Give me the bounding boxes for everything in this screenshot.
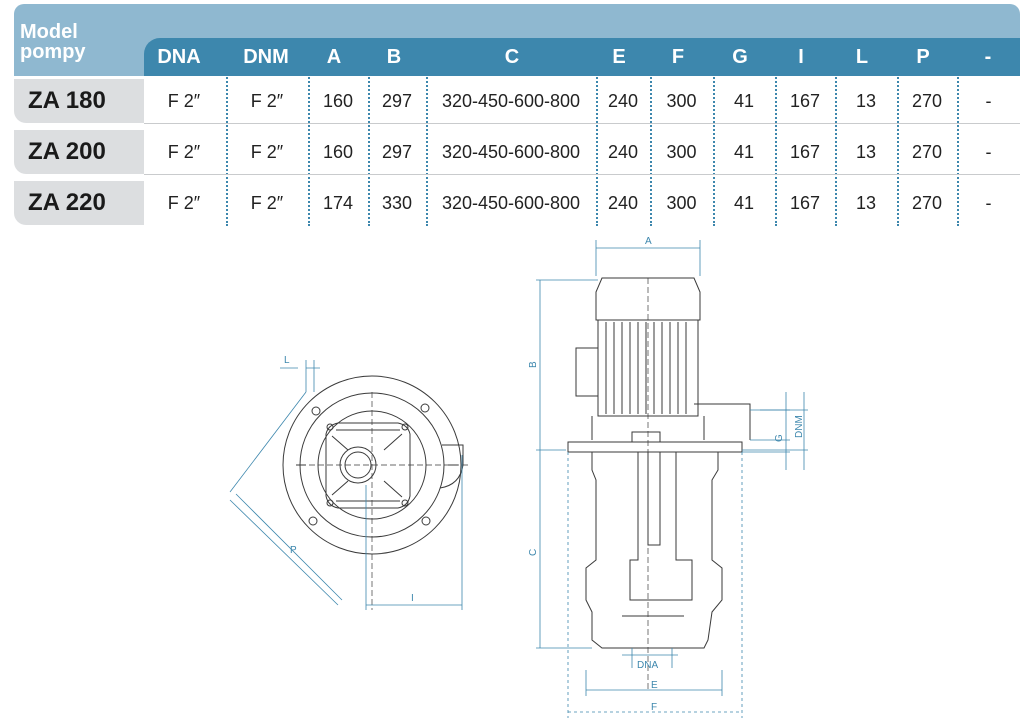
- table-cell: 320-450-600-800: [441, 142, 581, 162]
- column-header-b: B: [386, 46, 402, 68]
- table-cell: 297: [381, 91, 413, 111]
- table-cell: 320-450-600-800: [441, 193, 581, 213]
- column-separator: [835, 38, 837, 226]
- table-cell: 160: [322, 142, 354, 162]
- table-cell: 330: [381, 193, 413, 213]
- table-cell: 270: [911, 91, 943, 111]
- column-separator: [226, 38, 228, 226]
- column-header-g: G: [732, 46, 748, 68]
- dimension-label-a: A: [645, 236, 652, 247]
- column-separator: [650, 38, 652, 226]
- column-header-i: I: [798, 46, 804, 68]
- table-cell: 270: [911, 193, 943, 213]
- column-separator: [897, 38, 899, 226]
- table-cell: 320-450-600-800: [441, 91, 581, 111]
- dimension-label-i: I: [411, 593, 414, 604]
- table-cell: 41: [733, 142, 755, 162]
- dimension-label-e: E: [651, 680, 658, 691]
- table-cell: 270: [911, 142, 943, 162]
- model-name-za180: ZA 180: [28, 87, 106, 114]
- front-dimension-lines: [229, 360, 463, 610]
- column-separator: [426, 38, 428, 226]
- column-header-dna: DNA: [157, 46, 201, 68]
- table-cell: 167: [789, 142, 821, 162]
- table-cell: 240: [607, 193, 639, 213]
- table-cell: 240: [607, 91, 639, 111]
- table-cell: 300: [666, 193, 697, 213]
- row-label-background: [14, 79, 144, 123]
- table-cell: F 2″: [167, 142, 201, 162]
- dimension-label-l: L: [284, 355, 290, 366]
- table-cell: 13: [855, 91, 877, 111]
- column-separator: [775, 38, 777, 226]
- pump-front-view: [282, 375, 470, 610]
- row-divider: [144, 174, 1020, 175]
- model-column-header: Model pompy: [20, 21, 86, 63]
- table-cell: 13: [855, 142, 877, 162]
- column-header-dash: -: [984, 46, 992, 68]
- table-cell: 160: [322, 91, 354, 111]
- table-cell: 300: [666, 91, 697, 111]
- table-header-strip: [144, 38, 1020, 76]
- table-cell: 167: [789, 193, 821, 213]
- table-cell: F 2″: [250, 193, 284, 213]
- column-header-p: P: [916, 46, 930, 68]
- table-cell: F 2″: [250, 91, 284, 111]
- table-cell: 13: [855, 193, 877, 213]
- column-header-c: C: [504, 46, 520, 68]
- column-separator: [957, 38, 959, 226]
- table-cell: F 2″: [167, 91, 201, 111]
- table-cell: -: [985, 142, 992, 162]
- row-label-background: [14, 181, 144, 225]
- row-divider: [144, 123, 1020, 124]
- dimension-label-f: F: [651, 702, 657, 713]
- column-header-e: E: [612, 46, 626, 68]
- column-header-dnm: DNM: [243, 46, 289, 68]
- column-header-a: A: [326, 46, 342, 68]
- column-header-f: F: [671, 46, 685, 68]
- row-label-background: [14, 130, 144, 174]
- column-separator: [596, 38, 598, 226]
- table-cell: 41: [733, 91, 755, 111]
- table-cell: 300: [666, 142, 697, 162]
- pump-technical-drawing: L P I A B C G DNM DNA E F: [229, 236, 808, 718]
- table-cell: 167: [789, 91, 821, 111]
- table-cell: 41: [733, 193, 755, 213]
- table-cell: 240: [607, 142, 639, 162]
- table-cell: 297: [381, 142, 413, 162]
- table-cell: -: [985, 91, 992, 111]
- dimension-label-dna: DNA: [637, 660, 658, 671]
- model-name-za220: ZA 220: [28, 189, 106, 216]
- model-name-za200: ZA 200: [28, 138, 106, 165]
- dimensions-table: Model pompy DNA DNM A B C E F G I L P - …: [14, 4, 1020, 226]
- table-cell: -: [985, 193, 992, 213]
- side-dimension-lines: [536, 240, 808, 718]
- dimension-label-p: P: [290, 545, 297, 556]
- table-cell: F 2″: [167, 193, 201, 213]
- table-cell: 174: [322, 193, 354, 213]
- dimension-label-dnm: DNM: [794, 415, 805, 438]
- pump-side-view: [567, 277, 751, 690]
- column-header-l: L: [855, 46, 869, 68]
- column-separator: [713, 38, 715, 226]
- dimension-label-g: G: [774, 434, 785, 442]
- dimension-label-b: B: [528, 361, 539, 368]
- table-cell: F 2″: [250, 142, 284, 162]
- column-separator: [368, 38, 370, 226]
- dimension-label-c: C: [528, 549, 539, 556]
- column-separator: [308, 38, 310, 226]
